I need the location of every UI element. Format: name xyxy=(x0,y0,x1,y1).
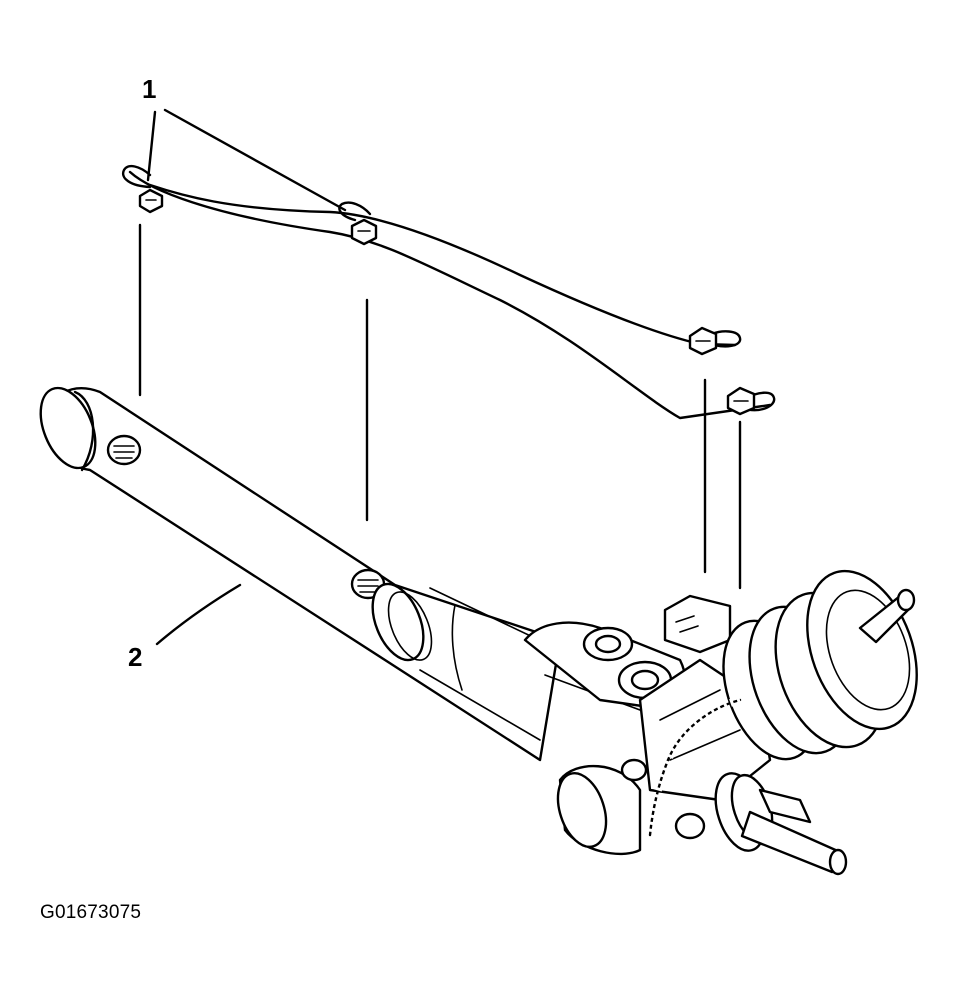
bracket-nut-right-upper xyxy=(688,326,718,356)
motor-housing xyxy=(722,569,918,761)
corrugated-hose xyxy=(646,696,742,837)
figure-id: G01673075 xyxy=(40,902,142,923)
alignment-lines xyxy=(138,223,742,590)
bracket-nut-left xyxy=(138,188,164,214)
sensor-connector xyxy=(663,594,732,654)
output-rack-shaft xyxy=(740,788,848,876)
heat-shield-bracket xyxy=(121,164,776,420)
callout-2: 2 xyxy=(128,642,142,672)
callout-1: 1 xyxy=(142,74,156,104)
bracket-nut-middle xyxy=(350,218,378,246)
callout-leaders xyxy=(146,108,347,646)
tube-mount-stud-left xyxy=(106,434,142,466)
bracket-nut-right-lower xyxy=(726,386,756,416)
mount-bushing-upper xyxy=(582,626,634,662)
steering-gear-assembly xyxy=(39,386,918,876)
